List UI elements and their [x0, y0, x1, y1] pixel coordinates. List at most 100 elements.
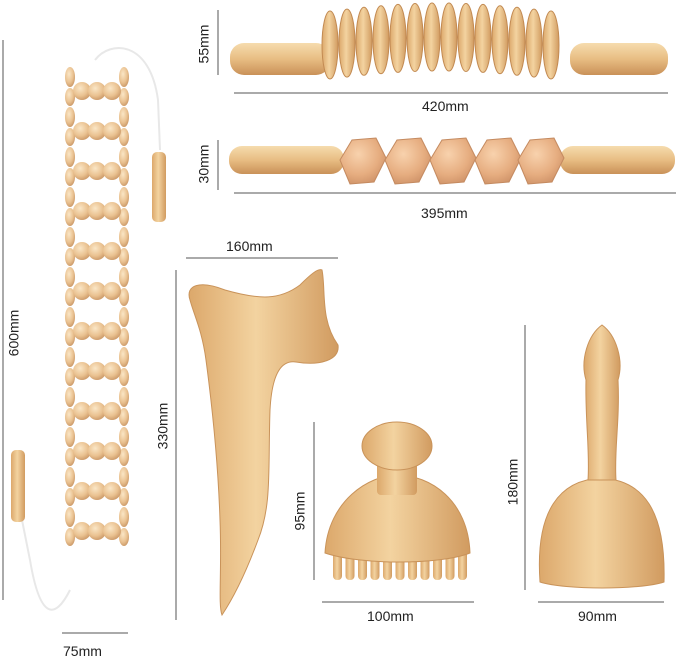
belt-round-bead — [103, 202, 121, 220]
belt-round-bead — [73, 282, 91, 300]
roller-disc — [389, 3, 407, 73]
roller-cube — [517, 137, 565, 185]
belt-side-bead — [65, 88, 75, 106]
belt-side-bead — [65, 147, 75, 167]
label-420mm: 420mm — [422, 98, 469, 114]
label-95mm: 95mm — [291, 491, 308, 531]
belt-round-bead — [88, 402, 106, 420]
belt-side-bead — [119, 107, 129, 127]
belt-round-bead — [88, 122, 106, 140]
belt-round-bead — [88, 442, 106, 460]
belt-round-bead — [103, 522, 121, 540]
belt-side-bead — [119, 368, 129, 386]
belt-round-bead — [88, 482, 106, 500]
belt-side-bead — [65, 448, 75, 466]
belt-side-bead — [65, 328, 75, 346]
belt-round-bead — [73, 522, 91, 540]
belt-side-bead — [119, 387, 129, 407]
belt-round-bead — [73, 362, 91, 380]
belt-round-bead — [103, 82, 121, 100]
belt-side-bead — [119, 448, 129, 466]
belt-side-bead — [65, 368, 75, 386]
belt-side-bead — [65, 168, 75, 186]
label-75mm: 75mm — [63, 643, 102, 659]
belt-side-bead — [119, 507, 129, 527]
belt-side-bead — [119, 307, 129, 327]
belt-side-bead — [65, 307, 75, 327]
bead-belt — [11, 47, 166, 611]
belt-side-bead — [119, 227, 129, 247]
mushroom-knob — [361, 421, 433, 471]
belt-round-bead — [73, 202, 91, 220]
belt-side-bead — [65, 427, 75, 447]
belt-cord-top — [94, 47, 161, 151]
roller-disc — [321, 10, 339, 80]
bead-roller-handle-right — [570, 43, 668, 75]
label-600mm: 600mm — [5, 309, 22, 357]
belt-round-bead — [73, 242, 91, 260]
belt-side-bead — [119, 328, 129, 346]
cup-bowl — [538, 477, 665, 589]
belt-round-bead — [103, 402, 121, 420]
bead-roller-handle-left — [230, 43, 330, 75]
label-395mm: 395mm — [421, 205, 468, 221]
belt-round-bead — [73, 482, 91, 500]
belt-round-bead — [103, 162, 121, 180]
roller-cube — [474, 137, 522, 185]
label-100mm: 100mm — [367, 608, 414, 624]
belt-side-bead — [119, 248, 129, 266]
roller-disc — [338, 8, 356, 78]
roller-disc — [372, 5, 390, 75]
belt-round-bead — [88, 82, 106, 100]
belt-side-bead — [65, 488, 75, 506]
belt-side-bead — [65, 107, 75, 127]
belt-side-bead — [65, 267, 75, 287]
belt-side-bead — [65, 227, 75, 247]
belt-side-bead — [119, 528, 129, 546]
cube-roller-handle-left — [229, 146, 344, 174]
belt-side-bead — [65, 387, 75, 407]
belt-side-bead — [65, 187, 75, 207]
belt-round-bead — [103, 442, 121, 460]
belt-round-bead — [88, 522, 106, 540]
belt-round-bead — [88, 282, 106, 300]
belt-side-bead — [119, 467, 129, 487]
belt-side-bead — [65, 347, 75, 367]
mushroom-peg — [458, 550, 467, 580]
belt-handle-top — [152, 152, 166, 222]
cube-roller-cubes — [339, 137, 565, 185]
belt-round-bead — [88, 242, 106, 260]
belt-side-bead — [119, 187, 129, 207]
belt-side-bead — [119, 347, 129, 367]
belt-side-bead — [119, 427, 129, 447]
belt-side-bead — [119, 168, 129, 186]
label-330mm: 330mm — [154, 402, 171, 450]
label-160mm: 160mm — [226, 238, 273, 254]
belt-side-bead — [119, 488, 129, 506]
bead-roller — [230, 2, 668, 80]
cube-roller — [229, 137, 675, 185]
belt-cord-bottom — [21, 519, 71, 611]
belt-side-bead — [65, 128, 75, 146]
belt-round-bead — [103, 482, 121, 500]
belt-side-bead — [65, 467, 75, 487]
belt-side-bead — [119, 208, 129, 226]
wooden-cup — [538, 324, 665, 589]
roller-cube — [429, 137, 477, 185]
label-30mm: 30mm — [195, 144, 212, 184]
belt-round-bead — [73, 122, 91, 140]
belt-round-bead — [103, 322, 121, 340]
bead-roller-discs — [321, 2, 560, 80]
roller-cube — [339, 137, 387, 185]
belt-round-bead — [88, 362, 106, 380]
roller-disc — [355, 6, 373, 76]
roller-disc — [440, 2, 458, 72]
belt-round-bead — [88, 162, 106, 180]
belt-beads — [65, 67, 129, 546]
belt-side-bead — [119, 67, 129, 87]
roller-disc — [542, 10, 560, 80]
roller-disc — [491, 5, 509, 75]
roller-cube — [384, 137, 432, 185]
roller-disc — [525, 8, 543, 78]
